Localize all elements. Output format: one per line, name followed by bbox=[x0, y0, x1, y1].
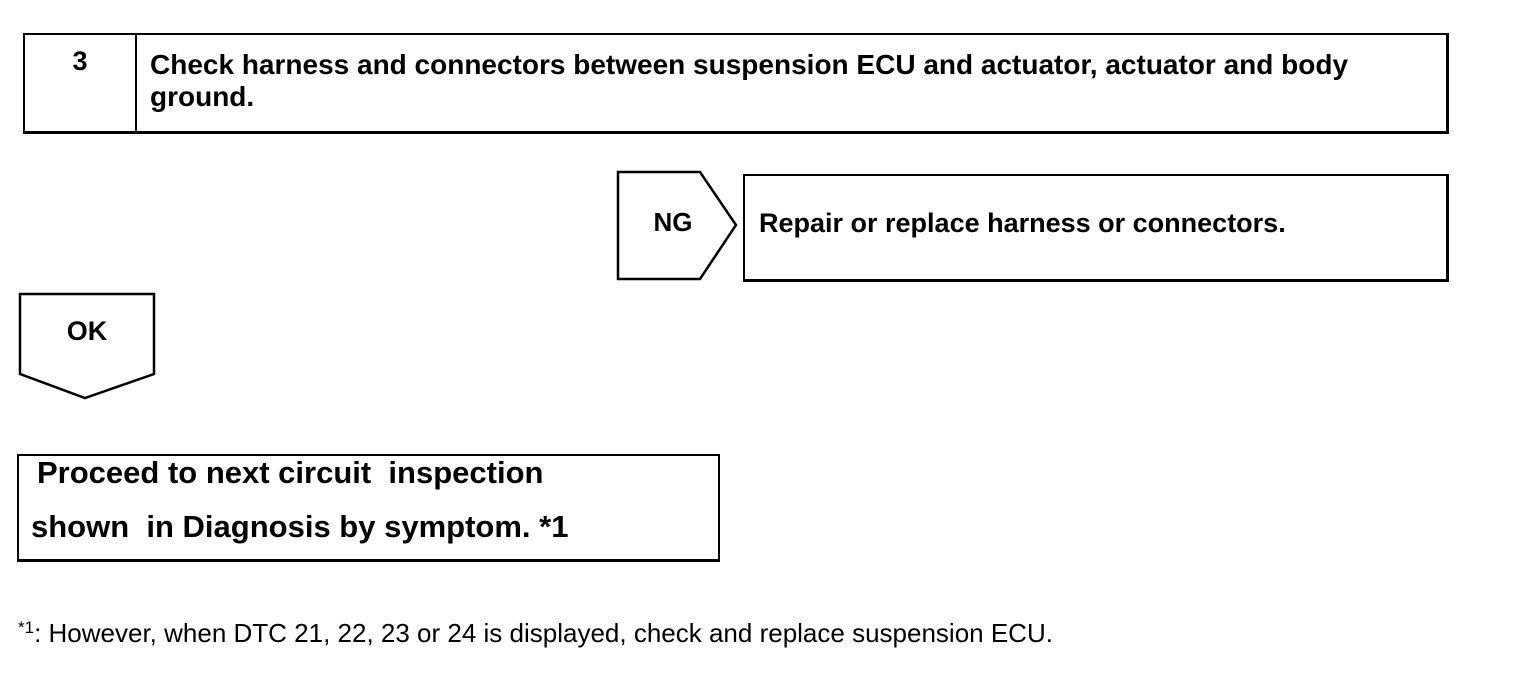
ng-action-text: Repair or replace harness or connectors. bbox=[759, 208, 1286, 238]
step-box bbox=[23, 33, 1449, 134]
step-title: Check harness and connectors between sus… bbox=[150, 49, 1349, 112]
ng-action-box bbox=[743, 174, 1449, 282]
ok-arrow-shape bbox=[18, 292, 156, 400]
footnote: *1: However, when DTC 21, 22, 23 or 24 i… bbox=[18, 618, 1053, 649]
proceed-text-line1: Proceed to next circuit inspection bbox=[37, 455, 544, 490]
proceed-text-line2: shown in Diagnosis by symptom. *1 bbox=[31, 509, 569, 544]
footnote-marker: *1 bbox=[18, 618, 35, 637]
step-divider bbox=[135, 33, 137, 134]
ng-label: NG bbox=[653, 207, 693, 237]
ok-label: OK bbox=[66, 316, 108, 346]
step-number: 3 bbox=[72, 46, 88, 76]
footnote-text: : However, when DTC 21, 22, 23 or 24 is … bbox=[34, 618, 1053, 648]
ng-arrow-shape bbox=[616, 170, 738, 281]
proceed-box bbox=[17, 454, 720, 562]
